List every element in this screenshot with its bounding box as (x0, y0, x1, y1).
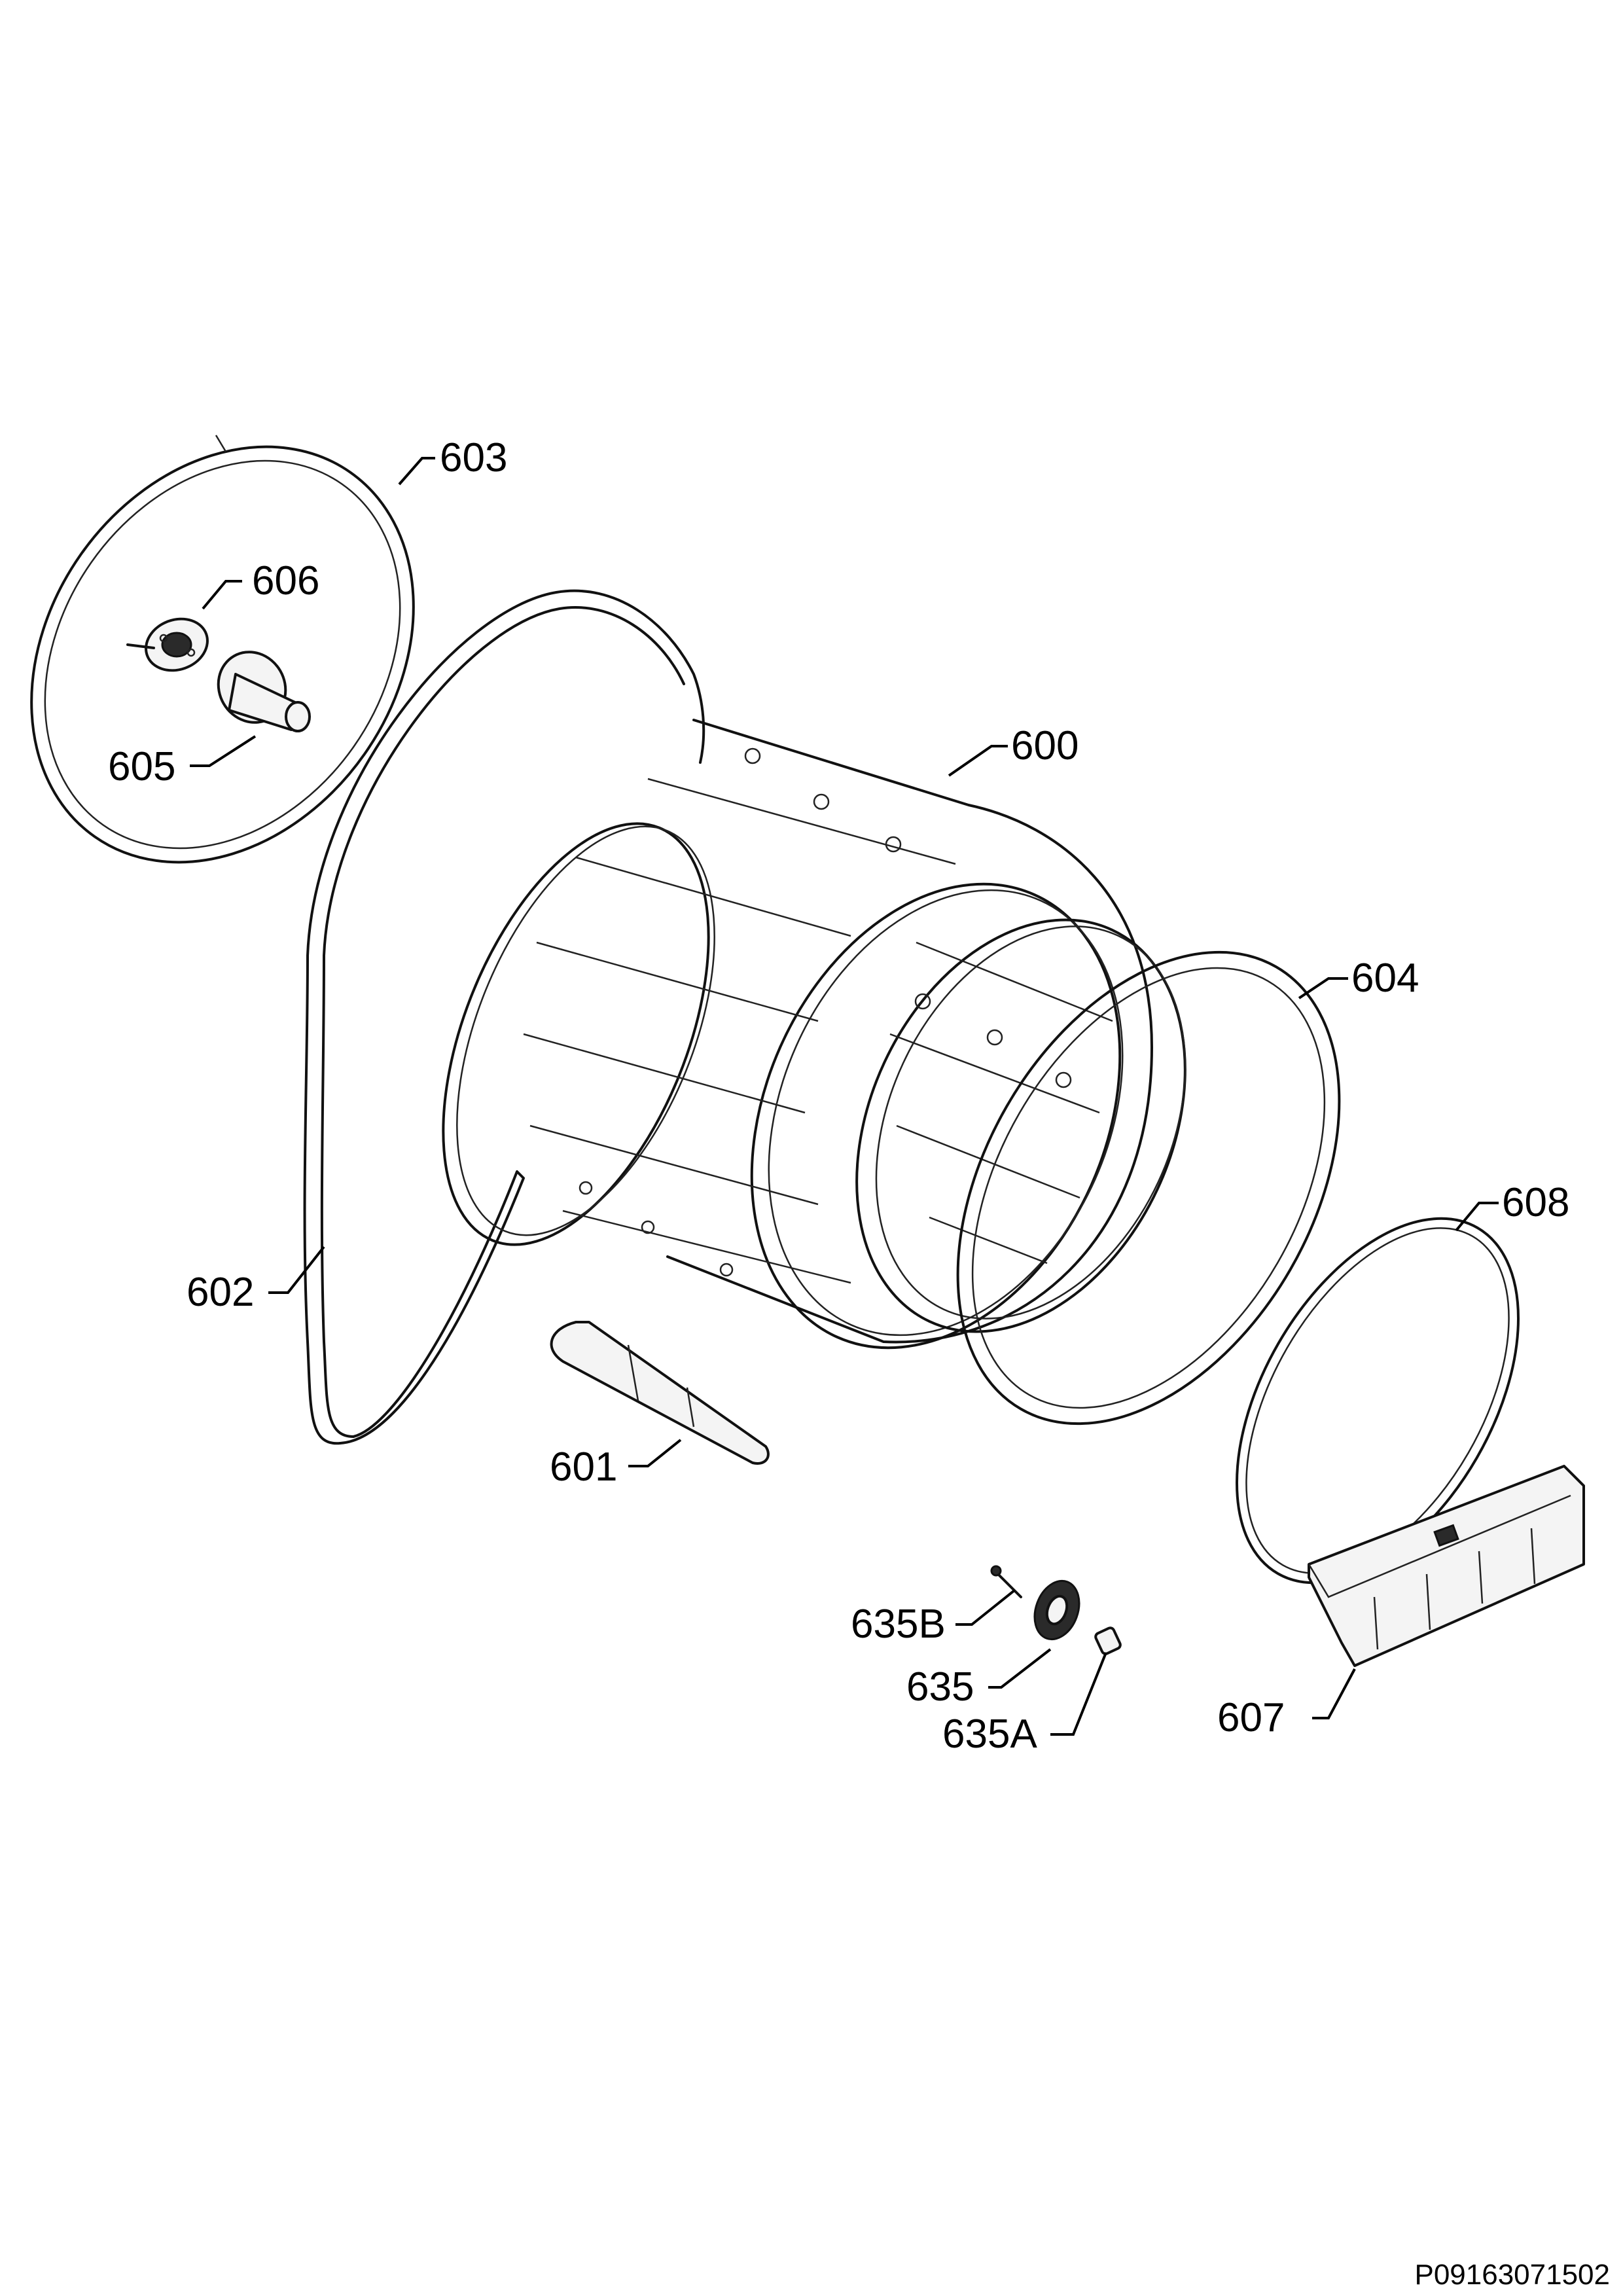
label-606: 606 (252, 558, 319, 603)
label-608: 608 (1502, 1180, 1569, 1225)
part-600-drum (442, 719, 1186, 1350)
label-605: 605 (108, 744, 175, 789)
part-606-bearing (126, 617, 209, 672)
part-605-shaft (217, 651, 311, 732)
label-601: 601 (550, 1444, 617, 1490)
part-635B-screw (990, 1565, 1022, 1598)
part-601-lifter (550, 1321, 770, 1465)
reference-code: P09163071502 (1414, 2259, 1610, 2291)
part-608-seal (1236, 1217, 1520, 1585)
label-635B: 635B (851, 1602, 946, 1647)
leader-lines (190, 457, 1499, 1736)
label-600: 600 (1011, 723, 1079, 768)
part-635A-bushing (1094, 1626, 1122, 1655)
label-604: 604 (1351, 956, 1419, 1001)
part-602-belt (303, 589, 705, 1445)
label-635A: 635A (942, 1712, 1037, 1757)
label-607: 607 (1217, 1695, 1285, 1740)
part-635-wheel (1033, 1579, 1080, 1641)
label-602: 602 (187, 1270, 254, 1315)
label-603: 603 (440, 435, 507, 480)
part-607-filter (1308, 1465, 1585, 1667)
part-603-rear-panel (30, 435, 415, 864)
label-635: 635 (906, 1664, 974, 1710)
part-604-front-ring (956, 950, 1341, 1426)
